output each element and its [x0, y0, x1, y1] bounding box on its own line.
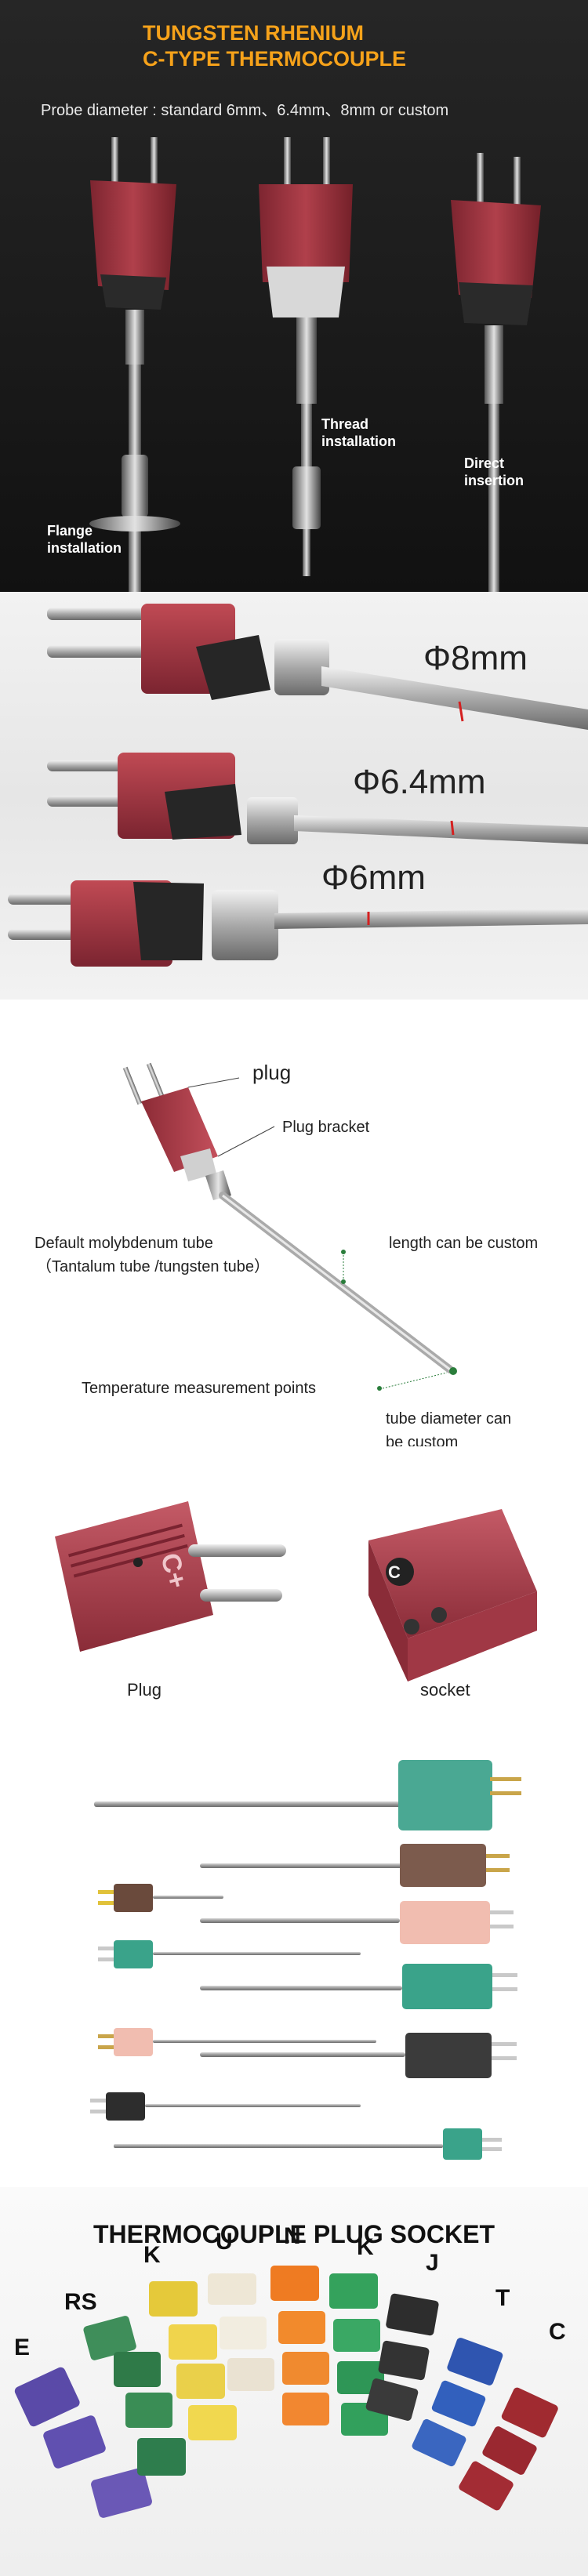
hero-title: TUNGSTEN RHENIUM C-TYPE THERMOCOUPLE: [0, 20, 470, 72]
type-label-k2: K: [357, 2234, 374, 2260]
type-label-rs: RS: [64, 2289, 97, 2315]
thermocouple-photo: [89, 137, 541, 592]
size-label-8mm: Φ8mm: [423, 639, 528, 677]
diameter-section: Φ8mm Φ6.4mm Φ6mm: [0, 592, 588, 1000]
size-label-6mm: Φ6mm: [321, 858, 426, 897]
type-label-k1: K: [143, 2242, 161, 2268]
probe-right: [451, 153, 541, 592]
caption-plug: Plug: [127, 1680, 162, 1700]
type-label-e: E: [14, 2335, 31, 2360]
svg-text:C: C: [388, 1562, 401, 1582]
label-default-tube: Default molybdenum tube: [34, 1235, 213, 1252]
type-label-n: N: [284, 2223, 301, 2249]
plug-types-section: THERMOCOUPLE PLUG SOCKET: [0, 2187, 588, 2576]
type-label-c: C: [549, 2319, 566, 2345]
type-label-u: U: [216, 2229, 233, 2255]
type-label-t: T: [495, 2285, 510, 2311]
label-temp-points: Temperature measurement points: [82, 1380, 317, 1397]
label-diameter-custom: tube diameter can be custom: [386, 1410, 512, 1446]
label-plug: plug: [252, 1061, 292, 1084]
plug-socket-section: C+ C Plug socket: [0, 1446, 588, 1736]
hero-title-line1: TUNGSTEN RHENIUM: [143, 21, 364, 45]
hero-title-line2: C-TYPE THERMOCOUPLE: [143, 47, 407, 71]
label-tube-alt: （Tantalum tube /tungsten tube）: [36, 1258, 270, 1275]
plug-types-title: THERMOCOUPLE PLUG SOCKET: [93, 2220, 495, 2248]
label-thread: Thread installation: [321, 416, 397, 449]
hero-section: TUNGSTEN RHENIUM C-TYPE THERMOCOUPLE Pro…: [0, 0, 588, 592]
connector-variants-section: [0, 1736, 588, 2187]
hero-subtitle: Probe diameter : standard 6mm、6.4mm、8mm …: [41, 102, 449, 119]
structure-diagram: plug Plug bracket Default molybdenum tub…: [0, 1000, 588, 1446]
plug-socket-photo: C+ C: [55, 1501, 537, 1682]
size-label-6-4mm: Φ6.4mm: [353, 763, 486, 801]
type-label-j: J: [426, 2250, 439, 2276]
diameter-photo: [8, 604, 588, 967]
label-flange: Flange installation: [47, 523, 122, 556]
probe-middle: [259, 137, 353, 576]
probe-left: [89, 137, 180, 592]
label-length-custom: length can be custom: [389, 1235, 539, 1252]
caption-socket: socket: [420, 1680, 470, 1700]
label-plug-bracket: Plug bracket: [282, 1119, 370, 1136]
label-direct: Direct insertion: [464, 455, 524, 488]
plug-types-photo: [14, 2266, 558, 2518]
structure-photo: [122, 1062, 457, 1391]
connector-variants-photo: [90, 1760, 521, 2160]
